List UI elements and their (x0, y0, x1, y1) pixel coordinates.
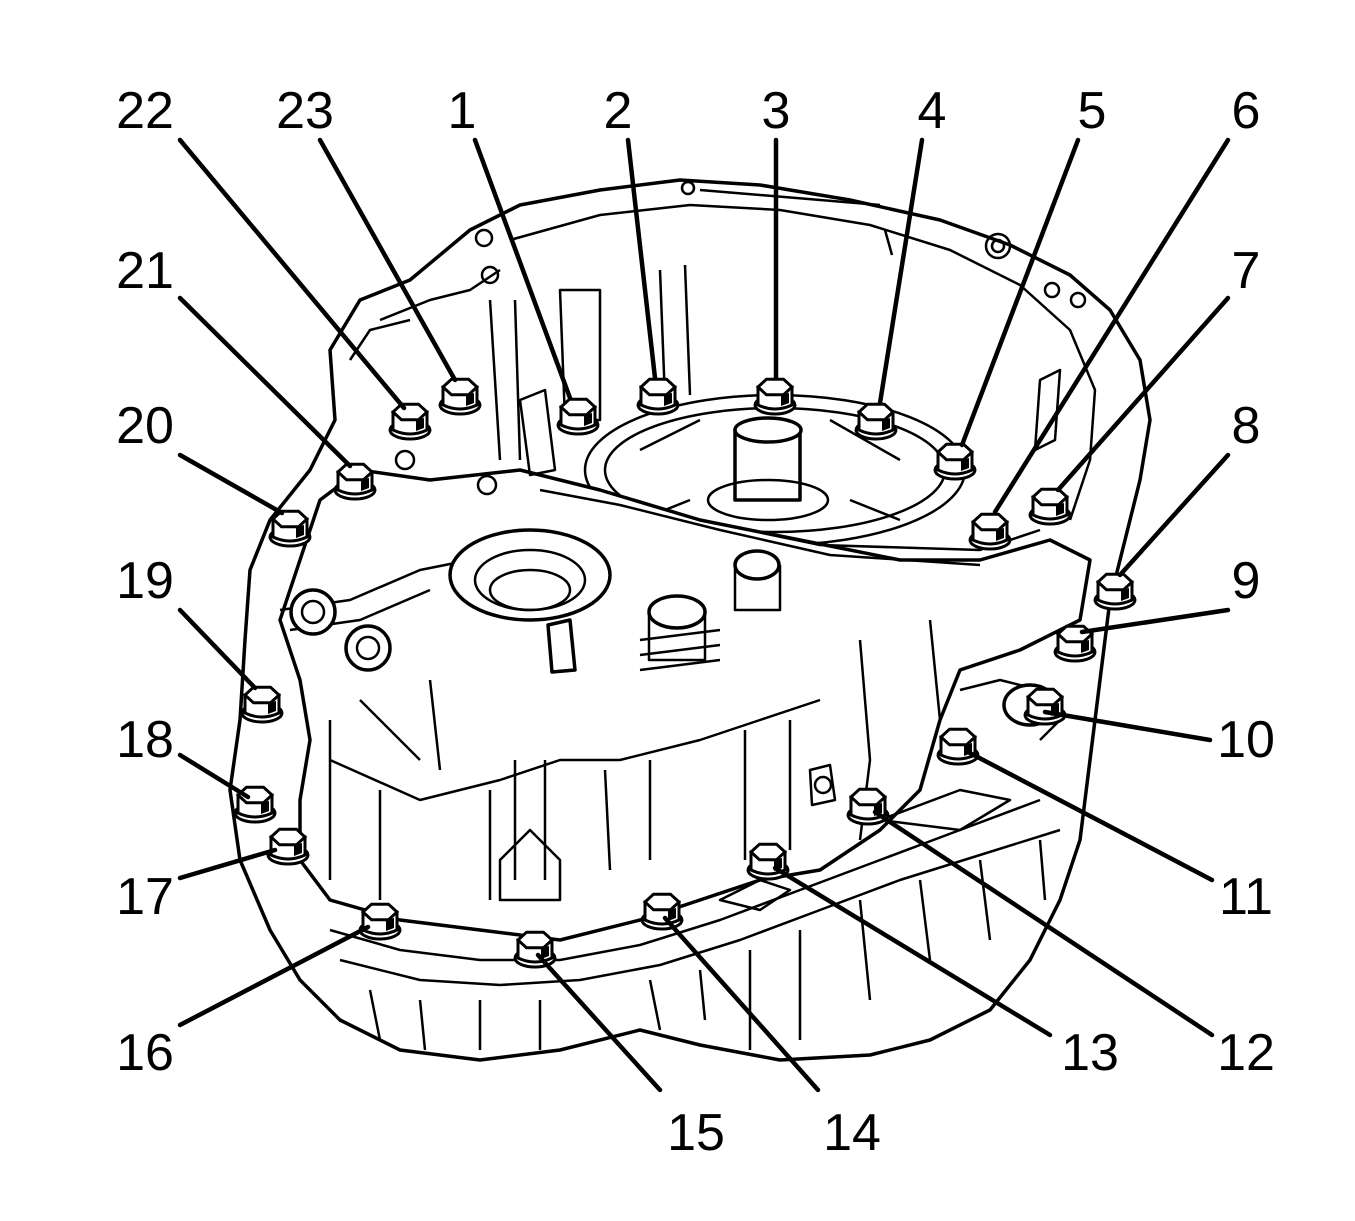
callout-label-8: 8 (1232, 397, 1261, 455)
bolt-icon-15 (513, 930, 557, 969)
leader-line-20 (177, 452, 285, 516)
bolt-icon-17 (266, 827, 310, 866)
callout-label-20: 20 (116, 397, 174, 455)
callout-label-6: 6 (1232, 82, 1261, 140)
bolt-icon-19 (240, 685, 284, 724)
bolt-icon-10 (1023, 687, 1067, 726)
leader-line-21 (177, 295, 353, 469)
leader-line-12 (872, 809, 1215, 1038)
bolt-icon-7 (1028, 487, 1072, 526)
callout-label-14: 14 (823, 1104, 881, 1162)
bolt-icon-20 (268, 509, 312, 548)
bolt-icon-9 (1053, 624, 1097, 663)
bolt-icon-2 (636, 377, 680, 416)
leader-line-7 (1055, 295, 1231, 493)
bolt-icon-5 (933, 442, 977, 481)
leader-line-15 (535, 952, 663, 1093)
callout-label-12: 12 (1217, 1024, 1275, 1082)
callout-label-17: 17 (116, 868, 174, 926)
callout-label-1: 1 (448, 82, 477, 140)
callout-leader-lines (177, 137, 1231, 1093)
leader-line-5 (959, 137, 1081, 448)
leader-line-19 (177, 607, 258, 691)
callout-label-7: 7 (1232, 242, 1261, 300)
bolt-icon-3 (753, 377, 797, 416)
leader-line-18 (177, 752, 251, 800)
leader-line-1 (472, 137, 573, 401)
bolt-icon-8 (1093, 572, 1137, 611)
bolt-icon-23 (438, 377, 482, 416)
leader-line-11 (965, 749, 1215, 883)
leader-line-14 (662, 915, 821, 1093)
leader-line-9 (1079, 607, 1231, 635)
callout-label-10: 10 (1217, 711, 1275, 769)
bolt-icon-22 (388, 402, 432, 441)
callout-label-22: 22 (116, 82, 174, 140)
leader-line-16 (177, 924, 371, 1028)
bolt-icon-6 (968, 512, 1012, 551)
leader-line-22 (177, 137, 407, 411)
leader-line-2 (625, 137, 658, 381)
callout-label-19: 19 (116, 552, 174, 610)
callout-label-4: 4 (918, 82, 947, 140)
leader-line-6 (992, 137, 1231, 515)
leader-line-13 (772, 865, 1053, 1038)
leader-line-4 (877, 137, 925, 406)
callout-label-11: 11 (1219, 868, 1273, 926)
bolt-icon-11 (936, 727, 980, 766)
leader-line-17 (177, 847, 278, 881)
callout-label-16: 16 (116, 1024, 174, 1082)
bolt-icon-1 (556, 397, 600, 436)
leader-line-8 (1117, 452, 1231, 578)
bolt-icon-21 (333, 462, 377, 501)
bolt-icon-18 (233, 785, 277, 824)
bolt-heads (233, 377, 1137, 969)
callout-label-9: 9 (1232, 552, 1261, 610)
callout-label-2: 2 (604, 82, 633, 140)
callout-labels: 1 2 3 4 5 6 7 8 9 10 11 12 13 14 15 16 1… (116, 82, 1275, 1162)
bolt-icon-16 (358, 902, 402, 941)
callout-label-15: 15 (667, 1104, 725, 1162)
callout-label-23: 23 (276, 82, 334, 140)
leader-line-10 (1042, 709, 1213, 743)
bolt-icon-14 (640, 892, 684, 931)
callout-label-18: 18 (116, 711, 174, 769)
callout-label-21: 21 (116, 242, 174, 300)
leader-line-23 (317, 137, 458, 383)
callout-label-5: 5 (1078, 82, 1107, 140)
callout-label-3: 3 (762, 82, 791, 140)
bolt-icon-4 (854, 402, 898, 441)
callout-label-13: 13 (1061, 1024, 1119, 1082)
